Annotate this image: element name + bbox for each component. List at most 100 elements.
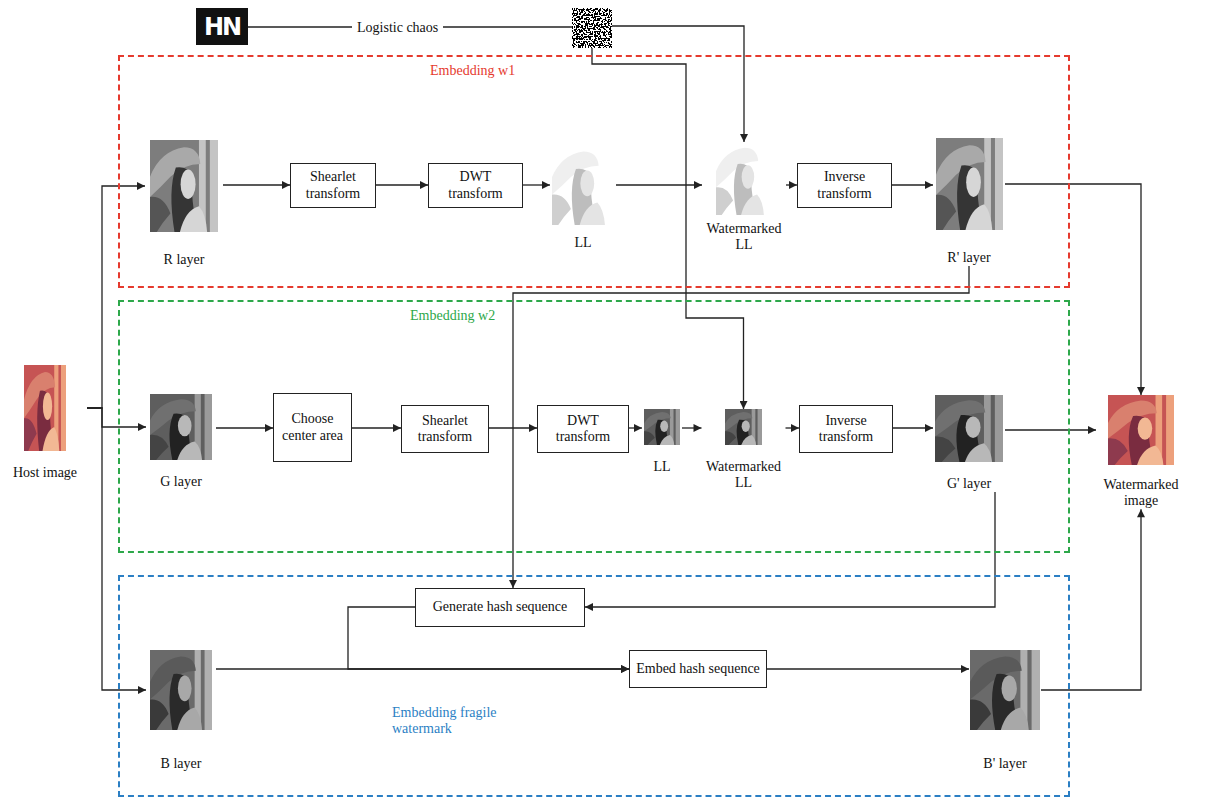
layer-picture [935,395,1003,462]
image-caption: R' layer [933,250,1005,266]
picture-shape [177,708,202,730]
dashed-region: R layerShearlet transformDWT transformLL… [118,55,1070,288]
connector-arrow [1005,184,1141,395]
picture-shape [660,421,668,433]
process-box: DWT transform [537,405,629,453]
chaos-wire [612,26,744,142]
image-caption: LL [550,235,616,251]
picture-shape [936,195,956,230]
picture-shape [150,394,212,460]
connector-arrow [786,427,800,428]
box-label: Inverse transform [803,169,886,201]
picture-shape [201,650,205,730]
picture-shape [965,443,992,462]
connector-arrow [892,184,933,185]
layer-picture [970,650,1040,730]
box-label: Choose center area [279,411,346,443]
image-caption: Watermarked image [1096,477,1186,509]
picture-shape [580,171,594,197]
picture-shape [741,165,754,188]
layer-picture [936,138,1003,230]
connector-arrow [523,184,550,185]
logo-text: HN [204,15,240,39]
process-box: Shearlet transform [290,163,376,208]
label-patch: Logistic chaos [352,18,443,36]
image-node: G' layer [933,395,1005,492]
picture-shape [150,435,169,460]
image-node: B' layer [969,650,1041,772]
image-caption: B layer [146,756,216,772]
picture-shape [201,394,205,460]
layer-picture [150,650,212,730]
box-label: Inverse transform [805,413,887,445]
layer-picture [150,394,212,460]
connector-arrow [223,184,290,185]
picture-shape [716,142,773,215]
picture-shape [970,699,991,730]
connector-arrow [376,184,428,185]
box-label: Generate hash sequence [433,599,567,615]
region-title: Embedding w2 [410,308,495,324]
picture-shape [674,409,676,445]
image-node: G layer [146,394,216,490]
layer-picture [150,140,218,232]
picture-shape [762,142,765,215]
image-node: Watermarked LL [702,142,786,253]
picture-shape [1108,438,1128,465]
image-caption: Watermarked LL [702,459,786,491]
picture-shape [150,197,170,232]
connector-arrow [616,184,702,185]
layer-picture [644,409,680,445]
process-box: Generate hash sequence [415,588,585,627]
picture-shape [725,409,762,445]
picture-shape [24,418,37,451]
picture-shape [741,195,764,215]
process-box: Inverse transform [799,405,893,453]
picture-shape [43,393,52,421]
picture-shape [742,421,750,433]
image-caption: Watermarked LL [702,221,786,253]
image-node: LL [642,409,682,475]
picture-shape [935,436,955,462]
picture-shape [936,138,1003,230]
chaos-image [572,8,612,48]
box-label: Shearlet transform [296,169,370,201]
picture-shape [990,138,994,230]
layer-picture [24,365,66,451]
picture-shape [1108,395,1174,465]
picture-shape [970,650,1040,730]
picture-shape [1027,650,1031,730]
picture-shape [1001,708,1029,730]
connector-arrow [682,427,702,428]
picture-shape [644,431,655,445]
connector-arrow [629,427,642,428]
box-label: DWT transform [543,413,623,445]
process-box: Choose center area [273,393,352,462]
dashed-region: G layerChoose center areaShearlet transf… [118,300,1070,553]
layer-picture [1108,395,1174,465]
flow-label: Logistic chaos [357,20,438,35]
picture-shape [716,187,733,215]
picture-shape [1162,395,1166,465]
picture-shape [42,427,59,451]
connector-arrow [1041,509,1141,690]
image-node: R' layer [933,138,1005,266]
connector-arrow [489,427,537,428]
dashed-region: Generate hash sequenceB layerEmbed hash … [118,575,1070,797]
connector-arrow [893,427,933,428]
picture-shape [991,395,995,462]
picture-shape [660,435,674,445]
picture-shape [966,167,981,196]
layer-picture [716,142,773,215]
picture-shape [58,365,61,451]
image-caption: LL [642,459,682,475]
picture-shape [180,206,207,232]
connector-arrow [585,492,995,607]
connector-arrow [767,668,969,669]
connector-arrow [352,427,401,428]
image-node: B layer [146,650,216,772]
picture-shape [150,140,218,232]
picture-shape [725,431,736,445]
box-label: DWT transform [434,169,517,201]
